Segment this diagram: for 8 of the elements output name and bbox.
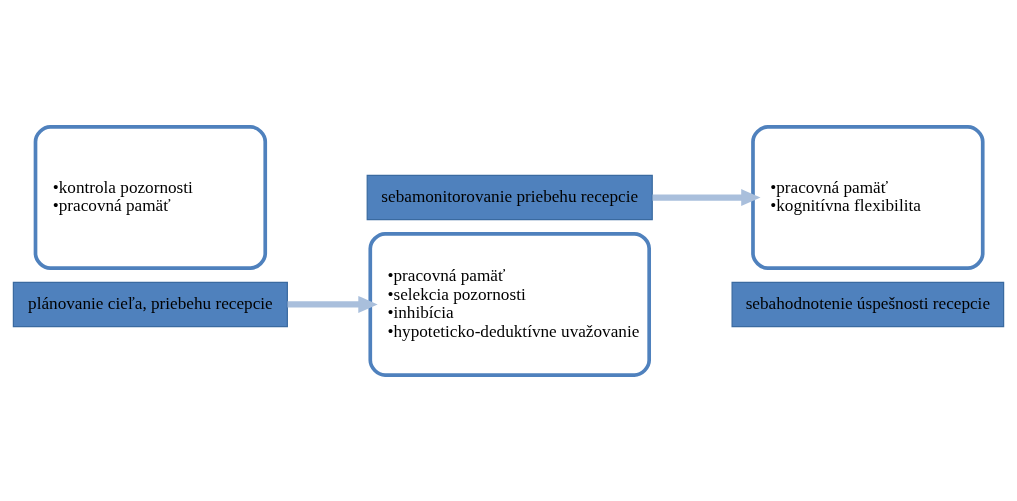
arrow — [287, 295, 378, 313]
node-box: sebamonitorovanie priebehu recepcie — [366, 174, 653, 220]
node-box: •kontrola pozornosti •pracovná pamäť — [33, 124, 268, 270]
node-box: sebahodnotenie úspešnosti recepcie — [731, 281, 1005, 327]
node-box: plánovanie cieľa, priebehu recepcie — [12, 281, 288, 327]
arrow — [652, 188, 761, 206]
node-box: •pracovná pamäť •selekcia pozornosti •inhibícia •hypoteticko-deduktívne uvažovanie — [368, 231, 651, 377]
node-box: •pracovná pamäť •kognitívna flexibilita — [751, 124, 985, 270]
